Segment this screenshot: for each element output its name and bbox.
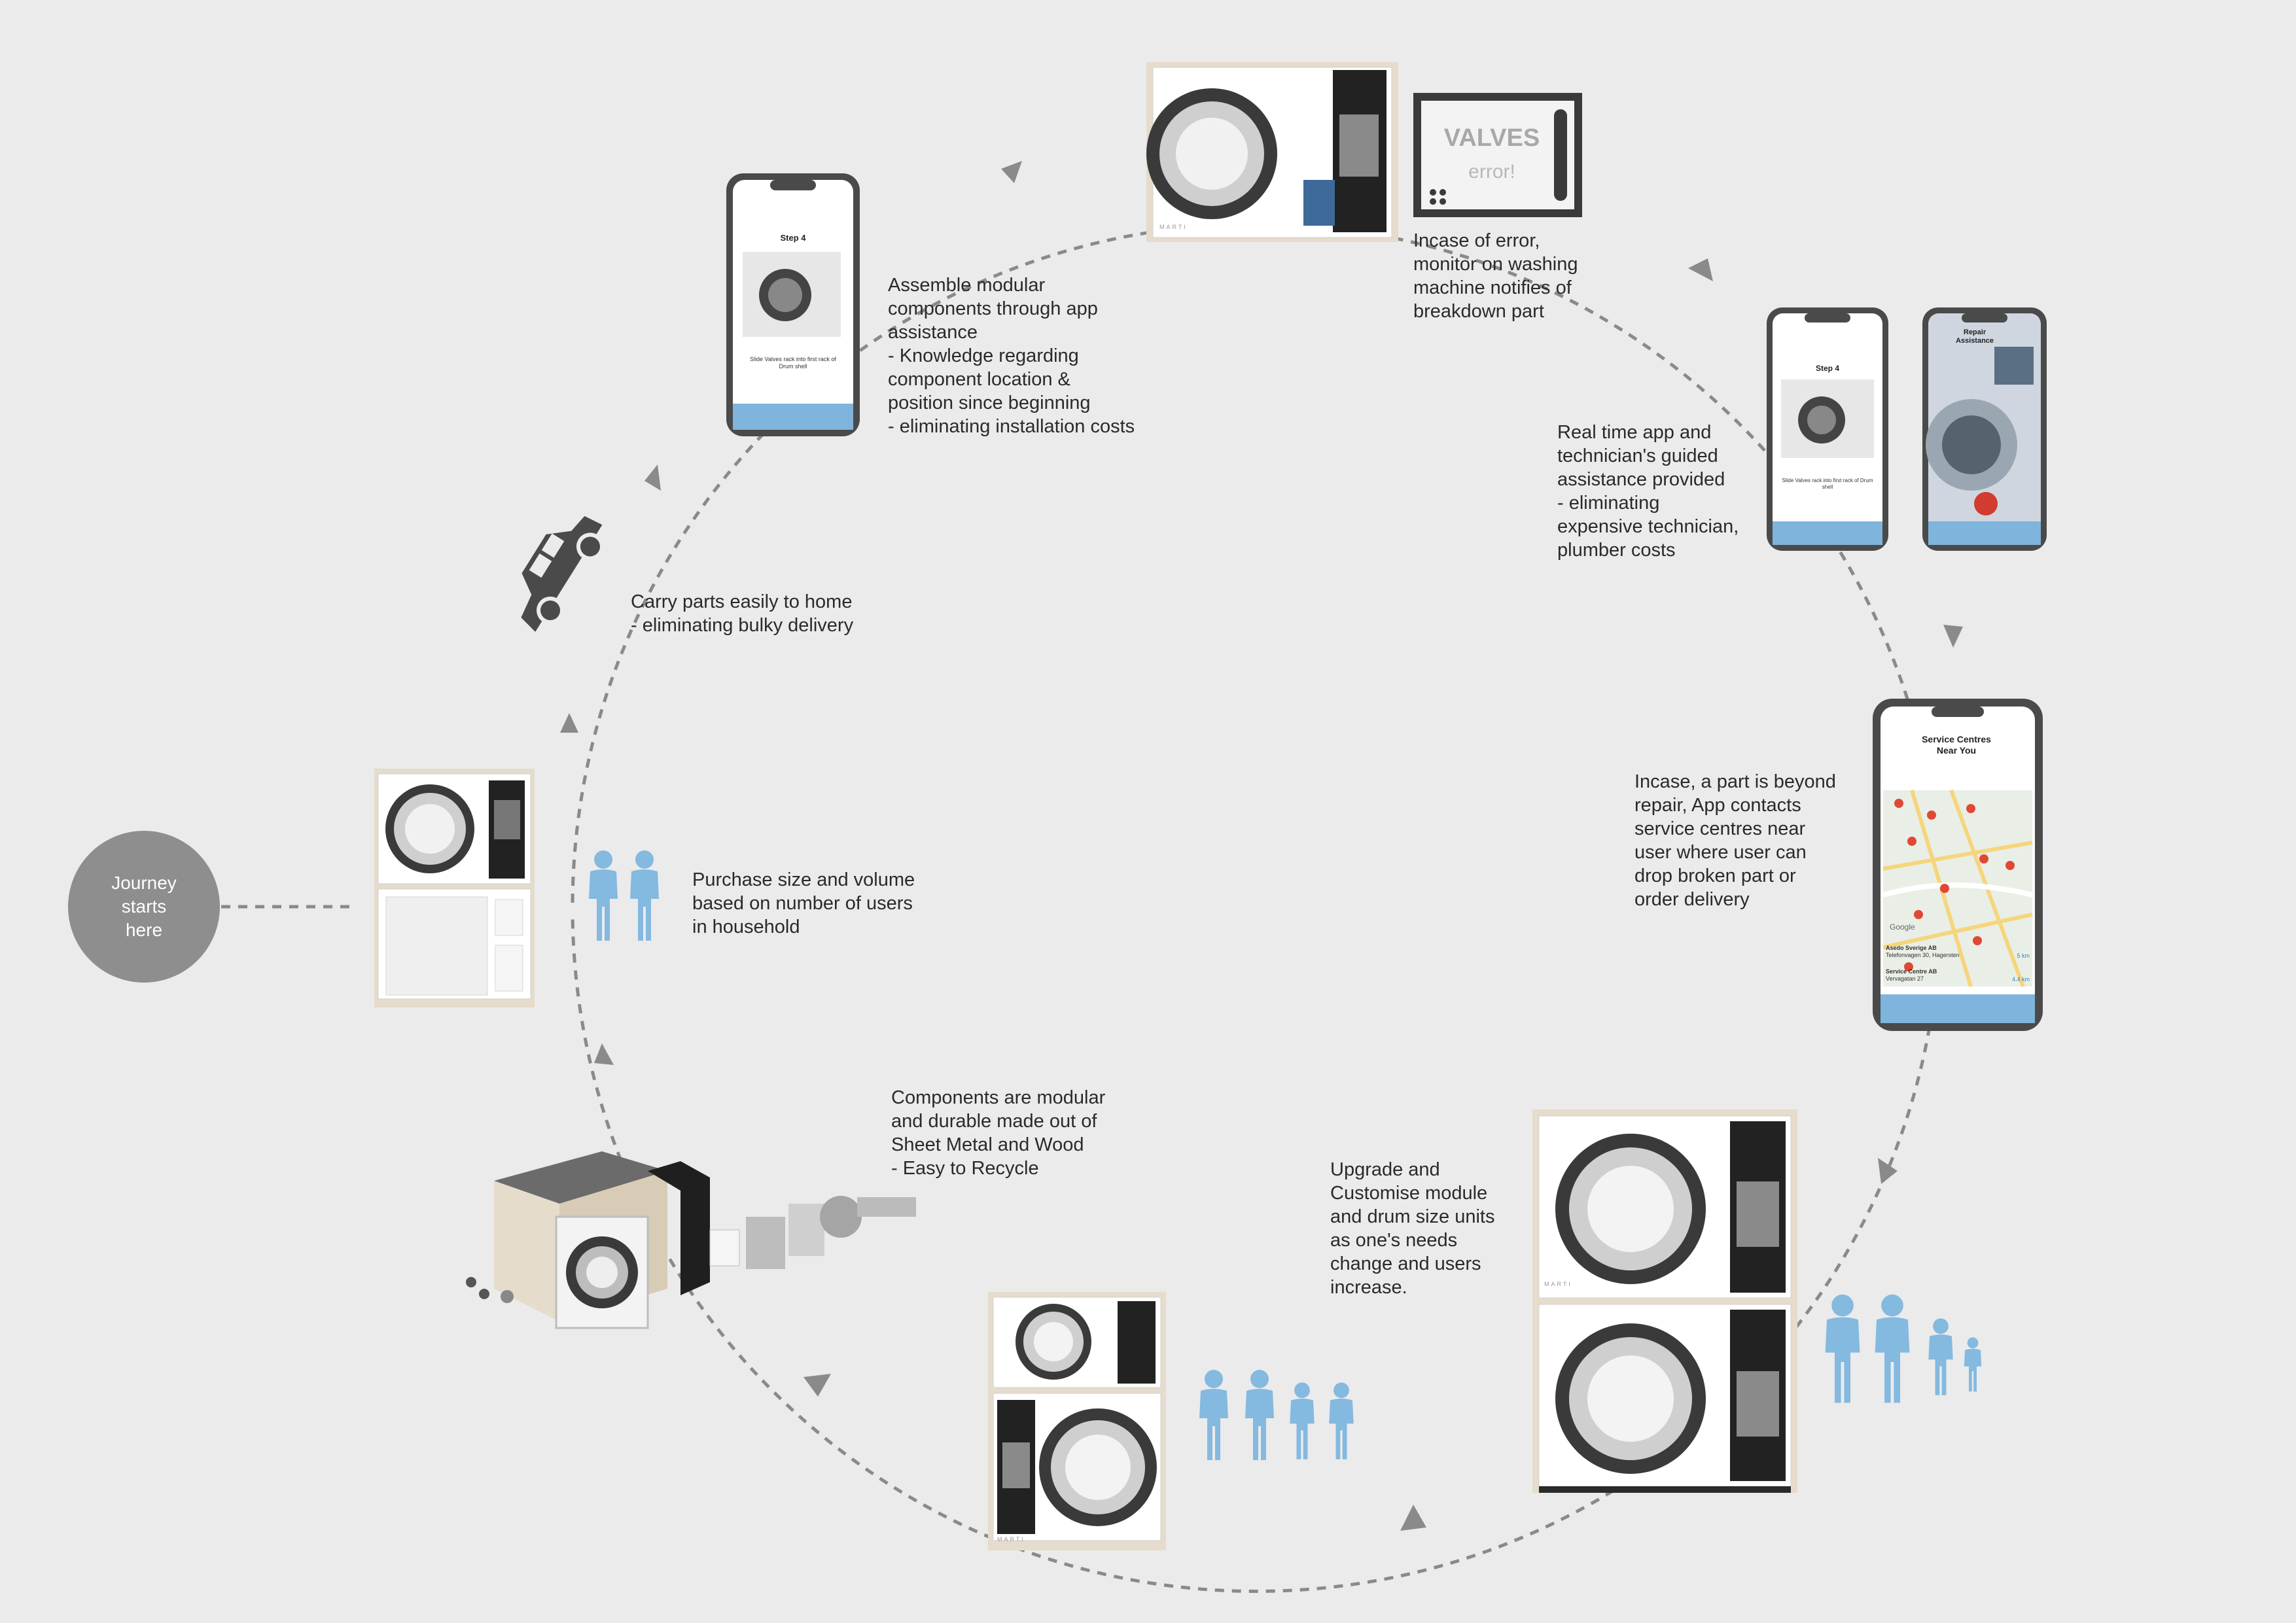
phone-assembly-app [726,173,860,436]
monitor-subtitle: error! [1468,161,1515,183]
washer-double-stack [1532,1109,1797,1493]
exploded-components [466,1151,916,1329]
step-error-text: Incase of error, monitor on washing mach… [1413,230,1578,322]
step-service-text: Incase, a part is beyond repair, App con… [1634,771,1836,910]
brand-label-top: MARTI [1159,224,1188,230]
step-purchase-text: Purchase size and volume based on number… [692,869,915,937]
phone-guided-title: Step 4 [1815,364,1839,373]
phone-guided-caption: Slide Valves rack into first rack of Dru… [1782,478,1873,490]
step-carry-text: Carry parts easily to home - eliminating… [631,591,854,636]
service-result-name: Asedo Sverige AB [1886,945,1937,951]
direction-arrows [560,161,1963,1531]
arrow-7 [1400,1505,1426,1531]
washer-mixed-stack [988,1292,1166,1550]
users-icon-2 [589,850,659,941]
brand-label-upgrade: MARTI [1544,1281,1572,1287]
phone-service-map [1873,699,2043,1031]
brand-label-bottom: MARTI [997,1536,1025,1543]
service-result-address: Telefonvagen 30, Hagersten [1886,952,1960,958]
arrow-2 [645,464,661,491]
error-monitor [1413,93,1582,217]
service-result-address: Vervagatan 27 [1886,975,1924,982]
journey-start-node: Journey starts here [68,831,220,983]
arrow-9 [594,1043,614,1065]
journey-path [571,222,1942,1593]
service-result-distance: 5 km [2017,952,2030,959]
users-icon-4 [1825,1294,1982,1403]
arrow-3 [1001,161,1022,183]
service-map-title: Service Centres Near You [1922,734,1991,756]
service-result-1[interactable]: Asedo Sverige AB Telefonvagen 30, Hagers… [1886,945,2030,959]
service-map-google: Google [1890,922,1915,932]
car-icon [521,515,604,632]
phone-step-title: Step 4 [780,233,806,243]
arrow-8 [804,1374,831,1397]
service-result-2[interactable]: Service Centre AB Vervagatan 27 4.4 km [1886,968,2030,983]
step-components-text: Components are modular and durable made … [891,1087,1106,1179]
users-icon-4-small [1199,1370,1354,1460]
phone-repair-title: Repair Assistance [1955,328,1994,345]
arrow-1 [560,713,578,733]
monitor-title: VALVES [1443,124,1540,152]
phone-step-caption: Slide Valves rack into first rack of Dru… [750,356,836,370]
service-result-distance: 4.4 km [2011,976,2030,983]
arrow-4 [1688,258,1713,281]
arrow-6 [1878,1158,1898,1184]
step-upgrade-text: Upgrade and Customise module and drum si… [1330,1159,1495,1298]
phone-video-call [1922,307,2047,551]
washer-with-monitor [1146,62,1398,242]
arrow-5 [1943,625,1963,648]
step-assemble-text: Assemble modular components through app … [888,275,1135,437]
step-assistance-text: Real time app and technician's guided as… [1557,422,1739,561]
phone-guided-assembly [1767,307,1888,551]
washer-small-stack [374,769,535,1007]
service-result-name: Service Centre AB [1886,968,1937,975]
